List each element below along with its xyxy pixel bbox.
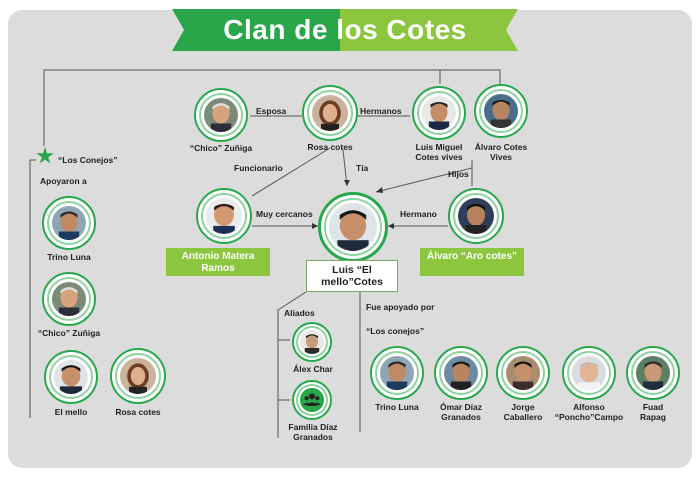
portrait-antonio-matera — [196, 188, 252, 244]
supporter-label-2: Jorge Caballero — [478, 402, 568, 422]
relation-esposa: Esposa — [256, 106, 287, 116]
supporter-label-3: Alfonso “Poncho”Campo — [544, 402, 634, 422]
relation-los-conejos: “Los conejos” — [366, 326, 425, 336]
label-alvaro-cotes-vives: Álvaro Cotes Vives — [456, 142, 546, 162]
portrait-left-trino — [42, 196, 96, 250]
page-title: Clan de los Cotes — [223, 14, 467, 45]
aliado-label-0: Álex Char — [293, 364, 333, 374]
title-banner-left — [172, 9, 340, 51]
left-header: “Los Conejos” — [58, 155, 118, 165]
left-label-1: “Chico” Zuñiga — [37, 328, 101, 338]
label-luis-miguel-text: Luis Miguel Cotes vives — [415, 142, 463, 162]
left-subheader: Apoyaron a — [40, 176, 87, 186]
title-banner-right — [340, 9, 518, 51]
portrait-chico-zuniga — [194, 88, 248, 142]
portrait-left-mello — [44, 350, 98, 404]
relation-muy-cercanos: Muy cercanos — [256, 209, 313, 219]
left-label-2: El mello — [54, 407, 88, 417]
portrait-sup-alfonso — [562, 346, 616, 400]
portrait-sup-trino — [370, 346, 424, 400]
portrait-alvaro-cotes-vives — [474, 84, 528, 138]
label-chico-zuniga: “Chico” Zuñiga — [189, 143, 253, 153]
label-alvaro-cotes-vives-text: Álvaro Cotes Vives — [474, 142, 528, 162]
portrait-alvaro-aro — [448, 188, 504, 244]
box-antonio-matera: Antonio Matera Ramos — [166, 248, 270, 276]
relation-funcionario: Funcionario — [234, 163, 283, 173]
portrait-sup-jorge — [496, 346, 550, 400]
relation-tia: Tía — [356, 163, 369, 173]
relation-hermanos: Hermanos — [360, 106, 402, 116]
portrait-rosa-cotes — [302, 85, 358, 141]
aliado-label-1-text: Familia Díaz Granados — [288, 422, 338, 442]
relation-aliados: Aliados — [284, 308, 315, 318]
portrait-center-luis — [318, 192, 388, 262]
relation-hijos: Hijos — [448, 169, 469, 179]
people-group-icon — [300, 388, 324, 412]
label-luis-miguel: Luis Miguel Cotes vives — [394, 142, 484, 162]
portrait-sup-fuad — [626, 346, 680, 400]
supporter-label-1-text: Ómar Díaz Granados — [439, 402, 483, 422]
box-center-luis: Luis “El mello”Cotes — [306, 260, 398, 292]
supporter-label-4-text: Fuad Rapag — [640, 402, 666, 422]
supporter-label-4: Fuad Rapag — [608, 402, 698, 422]
supporter-label-2-text: Jorge Caballero — [503, 402, 543, 422]
portrait-left-rosa — [110, 348, 166, 404]
portrait-alex-char — [292, 322, 332, 362]
left-label-3: Rosa cotes — [115, 407, 161, 417]
left-label-0: Trino Luna — [47, 252, 91, 262]
portrait-familia-diaz — [292, 380, 332, 420]
relation-fue-apoyado: Fue apoyado por — [366, 302, 435, 312]
supporter-label-3-text: Alfonso “Poncho”Campo — [554, 402, 624, 422]
supporter-label-0: Trino Luna — [375, 402, 419, 412]
portrait-left-chico — [42, 272, 96, 326]
supporter-label-1: Ómar Díaz Granados — [416, 402, 506, 422]
label-rosa-cotes: Rosa cotes — [307, 142, 353, 152]
relation-hermano: Hermano — [400, 209, 437, 219]
portrait-sup-omar — [434, 346, 488, 400]
portrait-luis-miguel — [412, 86, 466, 140]
box-alvaro-aro: Álvaro “Aro cotes” — [420, 248, 524, 276]
aliado-label-1: Familia Díaz Granados — [268, 422, 358, 442]
